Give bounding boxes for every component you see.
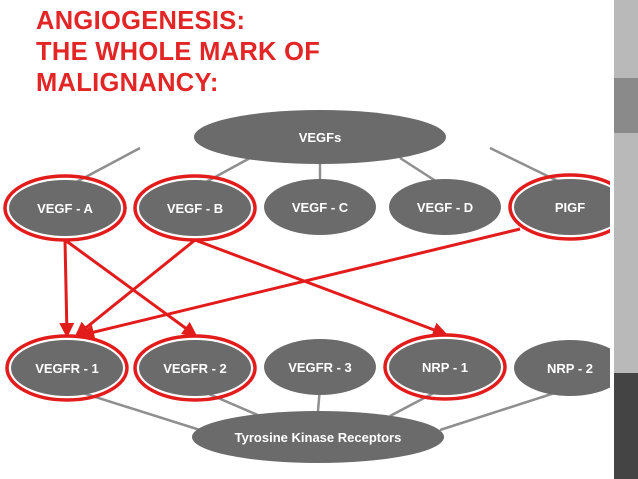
binding-arrow-pigf-to-vegfr-1 <box>79 227 521 340</box>
ligand-node-vegf-a: VEGF - A <box>9 180 121 236</box>
connector-line <box>66 386 201 432</box>
ligand-node-pigf-label: PIGF <box>555 200 585 215</box>
slide-title: ANGIOGENESIS: THE WHOLE MARK OF MALIGNAN… <box>36 6 320 99</box>
accent-bar <box>614 0 638 479</box>
receptor-node-vegfr-2: VEGFR - 2 <box>139 340 251 396</box>
receptor-node-vegfr-2-label: VEGFR - 2 <box>163 361 227 376</box>
title-line-1: ANGIOGENESIS: <box>36 7 246 35</box>
receptor-hub-node: Tyrosine Kinase Receptors <box>192 411 444 463</box>
accent-strip <box>614 133 638 373</box>
ligand-hub-node-shape <box>194 110 446 164</box>
accent-strip <box>614 0 638 78</box>
receptor-node-vegfr-1-label: VEGFR - 1 <box>35 361 99 376</box>
ligand-node-vegf-d-label: VEGF - D <box>417 200 473 215</box>
receptor-node-nrp-1-shape <box>389 339 501 395</box>
accent-strip <box>614 78 638 133</box>
receptor-node-vegfr-3-shape <box>264 339 376 395</box>
receptor-node-nrp-2-shape <box>514 340 610 396</box>
receptor-node-nrp-2: NRP - 2 <box>514 340 610 396</box>
accent-strip <box>614 373 638 479</box>
ligand-node-vegf-a-label: VEGF - A <box>37 201 93 216</box>
ligand-node-vegf-c: VEGF - C <box>264 179 376 235</box>
receptor-node-vegfr-1-shape <box>11 340 123 396</box>
title-line-3: MALIGNANCY: <box>36 69 219 97</box>
ligand-hub-node: VEGFs <box>194 110 446 164</box>
receptor-node-nrp-2-label: NRP - 2 <box>547 361 593 376</box>
receptor-node-vegfr-1: VEGFR - 1 <box>11 340 123 396</box>
connector-line <box>439 386 571 432</box>
ligand-node-vegf-d-shape <box>389 179 501 235</box>
receptor-hub-node-label: Tyrosine Kinase Receptors <box>235 430 402 445</box>
receptor-node-vegfr-3: VEGFR - 3 <box>264 339 376 395</box>
receptor-node-nrp-1-label: NRP - 1 <box>422 360 468 375</box>
receptor-node-vegfr-3-label: VEGFR - 3 <box>288 360 352 375</box>
binding-arrow-vegf-a-to-vegfr-1 <box>59 239 75 338</box>
highlight-ring-pigf <box>508 173 610 241</box>
ligand-node-vegf-d: VEGF - D <box>389 179 501 235</box>
ligand-node-vegf-b-shape <box>139 180 251 236</box>
ligand-node-vegf-b: VEGF - B <box>139 180 251 236</box>
receptor-hub-node-shape <box>192 411 444 463</box>
binding-arrow-vegf-b-to-vegfr-1 <box>74 238 196 337</box>
title-line-2: THE WHOLE MARK OF <box>36 38 321 66</box>
binding-arrow-vegf-a-to-vegfr-2 <box>64 238 198 337</box>
ligand-node-vegf-b-label: VEGF - B <box>167 201 223 216</box>
ligand-node-pigf-shape <box>514 179 610 235</box>
ligand-hub-node-label: VEGFs <box>299 130 342 145</box>
ligand-node-vegf-a-shape <box>9 180 121 236</box>
ligand-node-vegf-c-label: VEGF - C <box>292 200 349 215</box>
binding-arrows <box>59 227 521 340</box>
ligand-node-vegf-c-shape <box>264 179 376 235</box>
binding-arrow-vegf-b-to-nrp-1 <box>194 238 448 337</box>
receptor-node-vegfr-2-shape <box>139 340 251 396</box>
ligand-node-pigf: PIGF <box>514 179 610 235</box>
receptor-node-nrp-1: NRP - 1 <box>389 339 501 395</box>
